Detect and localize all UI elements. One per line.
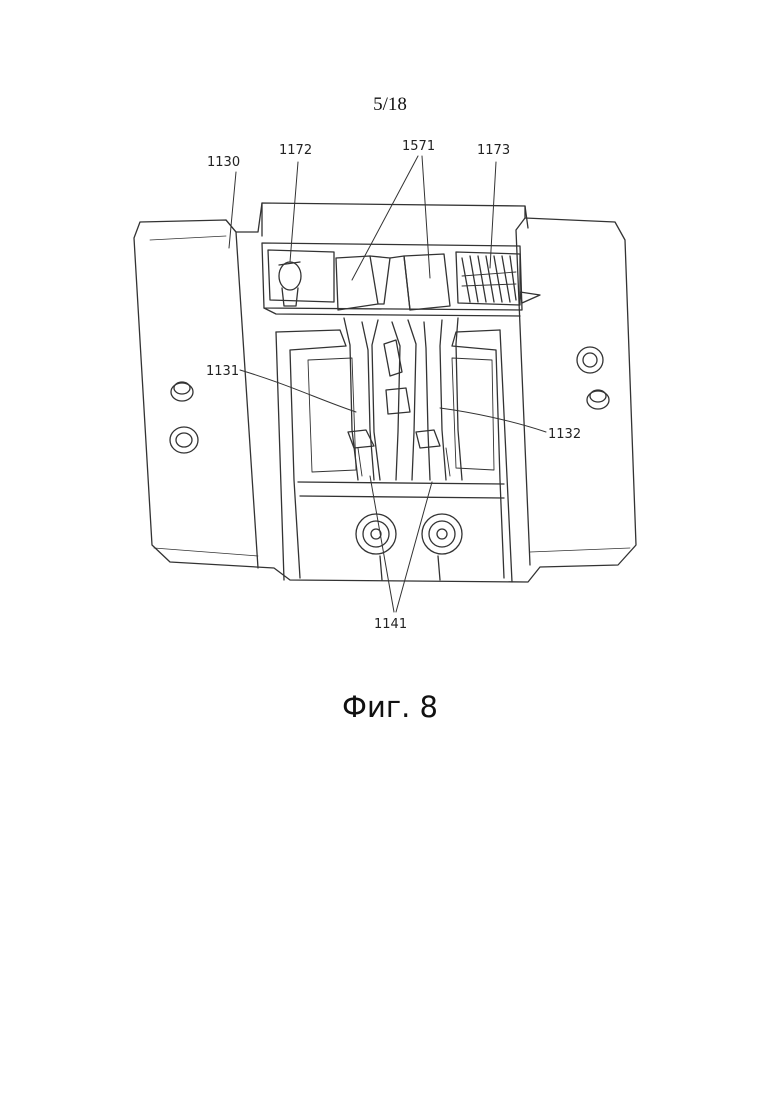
bottom-screws xyxy=(356,514,462,580)
label-1132: 1132 xyxy=(548,427,581,442)
label-1173: 1173 xyxy=(477,143,510,158)
label-1141: 1141 xyxy=(374,617,407,632)
leader-lines xyxy=(229,156,546,612)
contact-fingers-1141 xyxy=(344,318,462,480)
label-1130: 1130 xyxy=(207,155,240,170)
contact-blocks-1571 xyxy=(336,254,450,310)
figure-caption: Фиг. 8 xyxy=(0,690,780,724)
label-1131: 1131 xyxy=(206,364,239,379)
label-1571: 1571 xyxy=(402,139,435,154)
slot-frames xyxy=(308,358,494,472)
ratchet-1172 xyxy=(279,262,301,306)
left-bosses xyxy=(170,382,198,453)
right-bosses xyxy=(577,347,609,409)
label-1172: 1172 xyxy=(279,143,312,158)
spring-1173 xyxy=(462,256,516,302)
